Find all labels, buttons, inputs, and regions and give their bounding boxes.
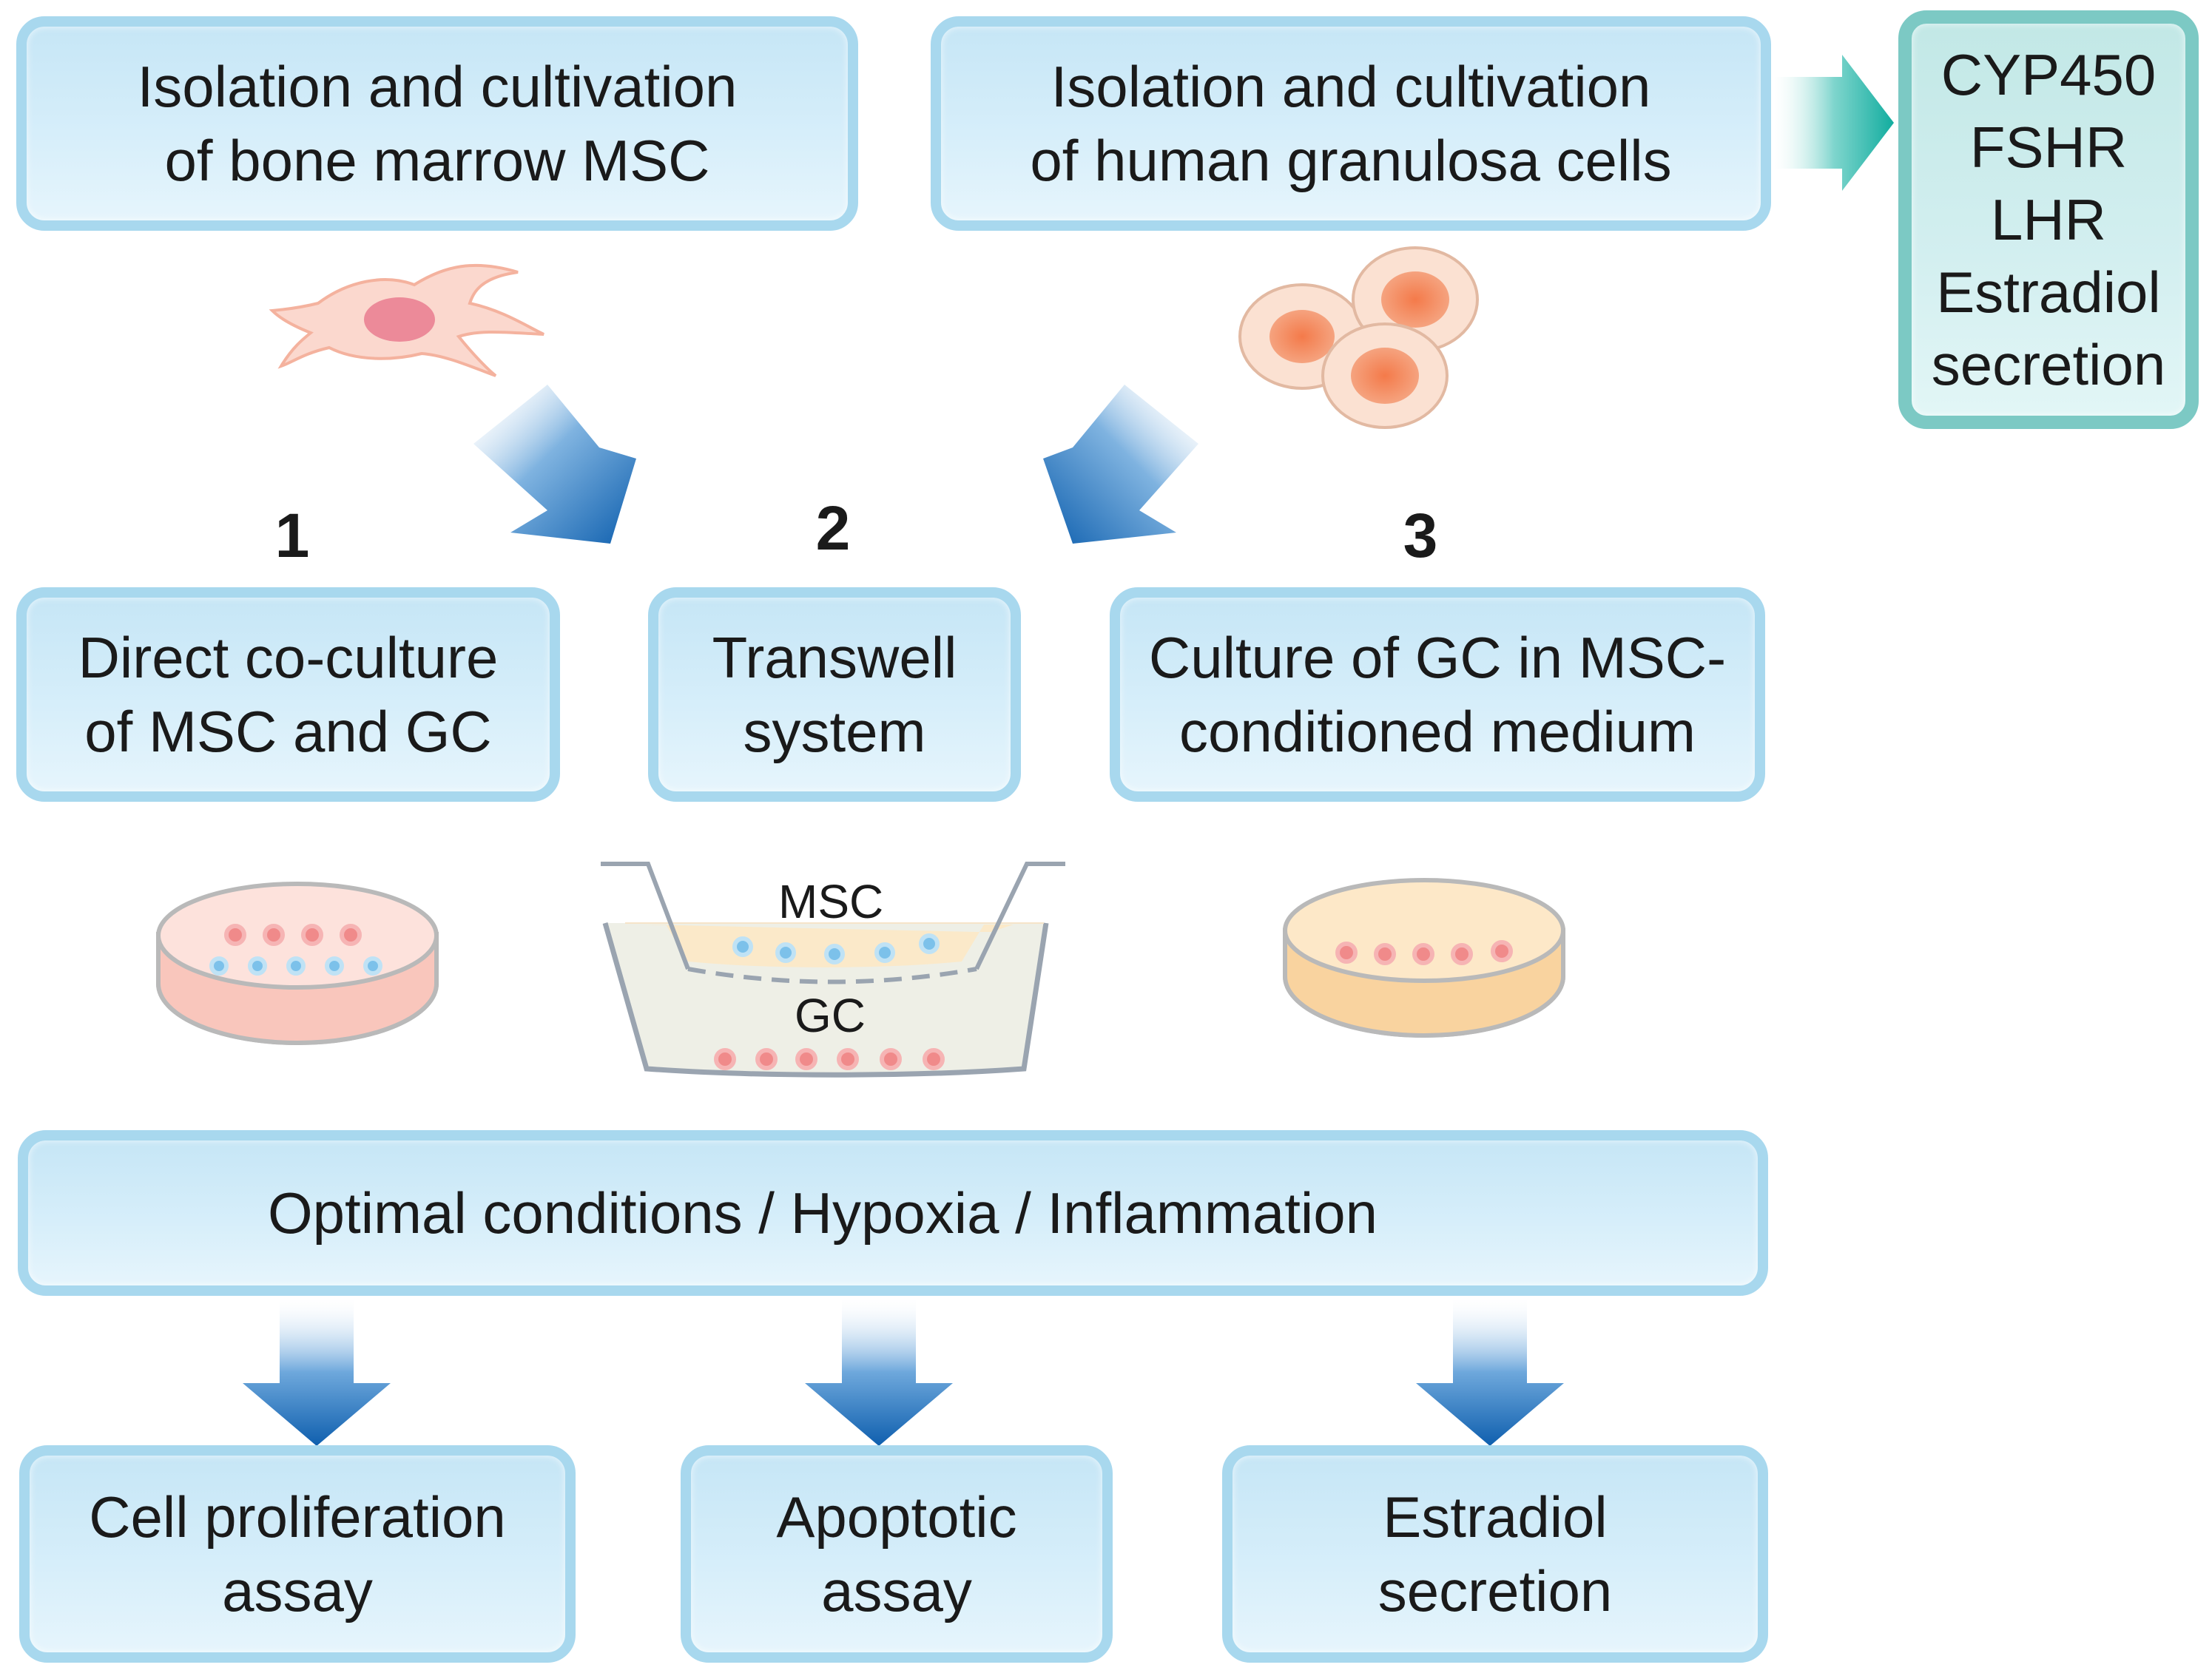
method-number-3: 3 bbox=[1403, 501, 1438, 570]
arrow-down-3 bbox=[1416, 1298, 1564, 1446]
assay-3-line-2: secretion bbox=[1378, 1558, 1613, 1623]
gc-cells-illustration bbox=[1238, 246, 1479, 429]
assay-2-line-2: assay bbox=[821, 1558, 972, 1623]
msc-isolation-box: Isolation and cultivation of bone marrow… bbox=[16, 16, 858, 231]
method-box-direct-co-culture: Direct co-culture of MSC and GC bbox=[16, 587, 560, 802]
dish-conditioned-medium bbox=[1283, 878, 1565, 1038]
method-number-1: 1 bbox=[274, 501, 310, 570]
marker-cyp450: CYP450 bbox=[1940, 42, 2157, 107]
assay-box-apoptotic: Apoptotic assay bbox=[681, 1445, 1113, 1663]
marker-lhr: LHR bbox=[1990, 187, 2107, 252]
arrow-down-2 bbox=[805, 1298, 953, 1446]
assay-1-line-1: Cell proliferation bbox=[89, 1484, 506, 1550]
marker-secretion: secretion bbox=[1931, 332, 2166, 397]
gc-dots bbox=[224, 924, 362, 946]
assay-box-proliferation: Cell proliferation assay bbox=[19, 1445, 576, 1663]
msc-isolation-line-1: Isolation and cultivation bbox=[137, 54, 738, 119]
marker-estradiol: Estradiol bbox=[1936, 260, 2161, 325]
method-2-line-1: Transwell bbox=[712, 625, 957, 690]
transwell-label-msc: MSC bbox=[778, 875, 884, 928]
dish-co-culture bbox=[156, 882, 439, 1045]
transwell-gc-dots bbox=[714, 1048, 945, 1070]
msc-cell-illustration bbox=[269, 263, 544, 377]
method-box-conditioned-medium: Culture of GC in MSC- conditioned medium bbox=[1110, 587, 1765, 802]
markers-box: CYP450 FSHR LHR Estradiol secretion bbox=[1898, 10, 2199, 429]
conditions-box: Optimal conditions / Hypoxia / Inflammat… bbox=[18, 1130, 1768, 1296]
method-3-line-1: Culture of GC in MSC- bbox=[1148, 625, 1727, 690]
msc-dots bbox=[209, 956, 382, 976]
conditions-text: Optimal conditions / Hypoxia / Inflammat… bbox=[268, 1180, 1378, 1246]
method-1-line-1: Direct co-culture bbox=[78, 625, 499, 690]
assay-1-line-2: assay bbox=[222, 1558, 373, 1623]
method-3-line-2: conditioned medium bbox=[1179, 699, 1696, 764]
gc-isolation-box: Isolation and cultivation of human granu… bbox=[931, 16, 1771, 231]
assay-2-line-1: Apoptotic bbox=[776, 1484, 1017, 1550]
assay-3-line-1: Estradiol bbox=[1383, 1484, 1608, 1550]
marker-fshr: FSHR bbox=[1969, 115, 2128, 180]
transwell-msc-dots bbox=[732, 933, 940, 964]
arrow-gc-to-methods bbox=[1043, 385, 1198, 544]
method-number-2: 2 bbox=[815, 493, 851, 563]
transwell-label-gc: GC bbox=[795, 989, 866, 1042]
arrow-to-markers bbox=[1774, 55, 1894, 191]
cm-gc-dots bbox=[1335, 940, 1513, 965]
gc-isolation-line-1: Isolation and cultivation bbox=[1051, 54, 1651, 119]
arrow-msc-to-methods bbox=[473, 385, 636, 544]
transwell-illustration bbox=[601, 862, 1065, 1078]
msc-isolation-line-2: of bone marrow MSC bbox=[164, 128, 710, 193]
gc-isolation-line-2: of human granulosa cells bbox=[1030, 128, 1672, 193]
method-1-line-2: of MSC and GC bbox=[84, 699, 492, 764]
assay-box-estradiol: Estradiol secretion bbox=[1222, 1445, 1768, 1663]
arrow-down-1 bbox=[243, 1298, 391, 1446]
method-box-transwell: Transwell system bbox=[648, 587, 1021, 802]
method-2-line-2: system bbox=[743, 699, 926, 764]
